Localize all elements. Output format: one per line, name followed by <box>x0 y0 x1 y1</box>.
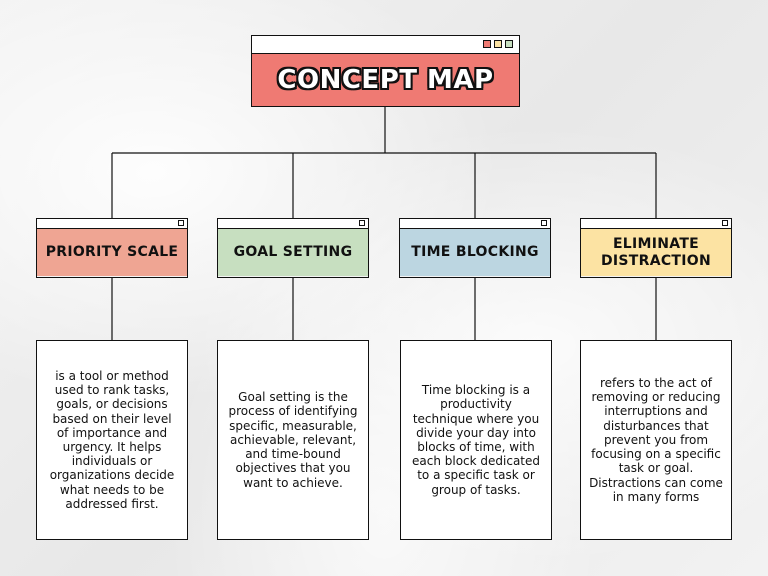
description-eliminate-distraction: refers to the act of removing or reducin… <box>580 340 732 540</box>
node-titlebar <box>400 219 550 229</box>
window-square-icon <box>505 40 513 48</box>
title-window: CONCEPT MAP <box>251 35 520 107</box>
node-label: GOAL SETTING <box>218 229 368 276</box>
node-titlebar <box>218 219 368 229</box>
node-time-blocking: TIME BLOCKING <box>399 218 551 278</box>
window-square-icon <box>178 220 184 226</box>
description-time-blocking: Time blocking is a productivity techniqu… <box>400 340 552 540</box>
window-square-icon <box>494 40 502 48</box>
title-window-titlebar <box>252 36 519 54</box>
window-square-icon <box>722 220 728 226</box>
page-title: CONCEPT MAP <box>252 54 519 106</box>
node-priority-scale: PRIORITY SCALE <box>36 218 188 278</box>
window-square-icon <box>359 220 365 226</box>
node-eliminate-distraction: ELIMINATE DISTRACTION <box>580 218 732 278</box>
description-priority-scale: is a tool or method used to rank tasks, … <box>36 340 188 540</box>
window-square-icon <box>541 220 547 226</box>
description-goal-setting: Goal setting is the process of identifyi… <box>217 340 369 540</box>
node-titlebar <box>581 219 731 229</box>
node-titlebar <box>37 219 187 229</box>
node-label: PRIORITY SCALE <box>37 229 187 276</box>
node-label: ELIMINATE DISTRACTION <box>581 229 731 276</box>
node-label: TIME BLOCKING <box>400 229 550 276</box>
window-square-icon <box>483 40 491 48</box>
node-goal-setting: GOAL SETTING <box>217 218 369 278</box>
